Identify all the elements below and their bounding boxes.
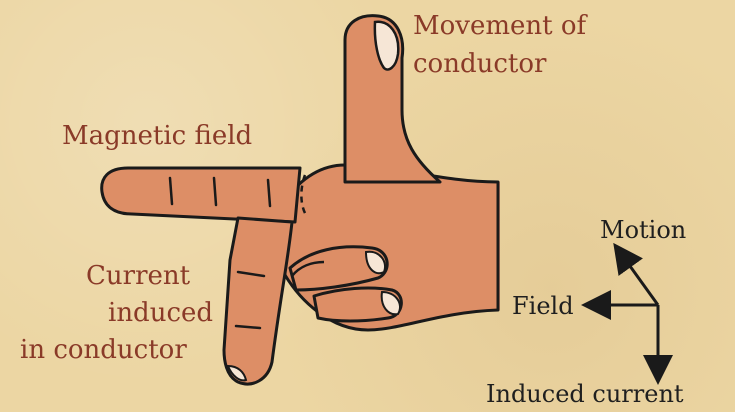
axis-label-motion: Motion [600, 214, 686, 246]
motion-arrow [622, 255, 658, 305]
axis-label-induced-current: Induced current [486, 378, 684, 410]
axis-label-field: Field [512, 290, 574, 322]
